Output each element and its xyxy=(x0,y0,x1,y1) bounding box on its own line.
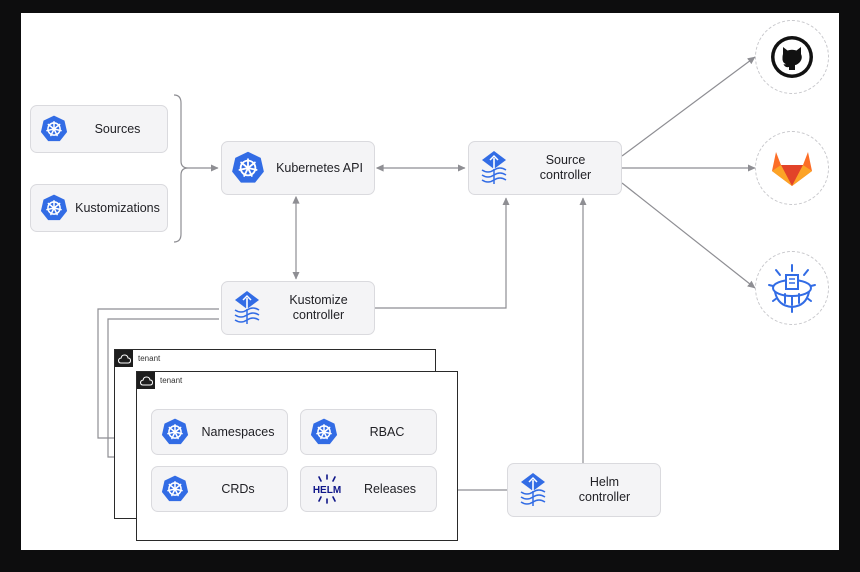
tenant-panel-front: tenant xyxy=(136,371,458,541)
source-controller-line2: controller xyxy=(539,168,592,182)
kubernetes-wheel-icon xyxy=(40,194,68,222)
kustomize-to-source-arrow xyxy=(375,197,510,309)
gitlab-source[interactable] xyxy=(755,131,829,205)
helm-controller-label: Helm controller xyxy=(549,475,660,505)
releases-node[interactable]: HELM Releases xyxy=(300,466,437,512)
kustomize-controller-node[interactable]: Kustomize controller xyxy=(221,281,375,335)
kustomizations-node[interactable]: Kustomizations xyxy=(30,184,168,232)
kustomize-controller-line2: controller xyxy=(292,308,345,322)
gitlab-icon xyxy=(772,152,812,186)
bucket-icon xyxy=(768,264,816,313)
kubernetes-api-node[interactable]: Kubernetes API xyxy=(221,141,375,195)
rbac-node[interactable]: RBAC xyxy=(300,409,437,455)
diagram-canvas: Sources Kustomizations Kubernetes API So… xyxy=(21,13,839,550)
helm-logo: HELM xyxy=(310,474,344,504)
kubernetes-wheel-icon xyxy=(231,151,265,185)
kustomizations-label: Kustomizations xyxy=(75,200,160,215)
grouping-bracket xyxy=(173,94,189,243)
tenant-label: tenant xyxy=(138,354,161,363)
namespaces-node[interactable]: Namespaces xyxy=(151,409,288,455)
github-source[interactable] xyxy=(755,20,829,94)
kubernetes-wheel-icon xyxy=(310,418,338,446)
flux-icon xyxy=(517,472,549,508)
kubernetes-wheel-icon xyxy=(161,418,189,446)
tenant-tag: tenant xyxy=(137,372,182,389)
tenant-label: tenant xyxy=(160,376,183,385)
kubernetes-wheel-icon xyxy=(40,115,68,143)
cloud-icon xyxy=(137,372,155,389)
svg-text:HELM: HELM xyxy=(313,485,341,496)
sources-label: Sources xyxy=(94,121,141,136)
sources-node[interactable]: Sources xyxy=(30,105,168,153)
flux-icon xyxy=(231,290,263,326)
helm-controller-line1: Helm xyxy=(589,475,620,489)
crds-label: CRDs xyxy=(221,481,255,496)
releases-label: Releases xyxy=(363,481,417,496)
kubernetes-wheel-icon xyxy=(161,475,189,503)
crds-node[interactable]: CRDs xyxy=(151,466,288,512)
cloud-icon xyxy=(115,350,133,367)
tenant-tag: tenant xyxy=(115,350,160,367)
rbac-label: RBAC xyxy=(369,424,405,439)
source-controller-node[interactable]: Source controller xyxy=(468,141,622,195)
flux-icon xyxy=(478,150,510,186)
helm-controller-node[interactable]: Helm controller xyxy=(507,463,661,517)
source-controller-line1: Source xyxy=(545,153,586,167)
kustomize-controller-line1: Kustomize xyxy=(289,293,348,307)
kustomize-controller-label: Kustomize controller xyxy=(263,293,374,323)
source-to-bucket-arrow xyxy=(621,182,756,289)
namespaces-label: Namespaces xyxy=(201,424,275,439)
helm-controller-line2: controller xyxy=(578,490,631,504)
source-controller-label: Source controller xyxy=(510,153,621,183)
github-icon xyxy=(771,36,813,78)
kubernetes-api-label: Kubernetes API xyxy=(276,160,363,175)
source-to-github-arrow xyxy=(621,56,756,157)
bucket-source[interactable] xyxy=(755,251,829,325)
